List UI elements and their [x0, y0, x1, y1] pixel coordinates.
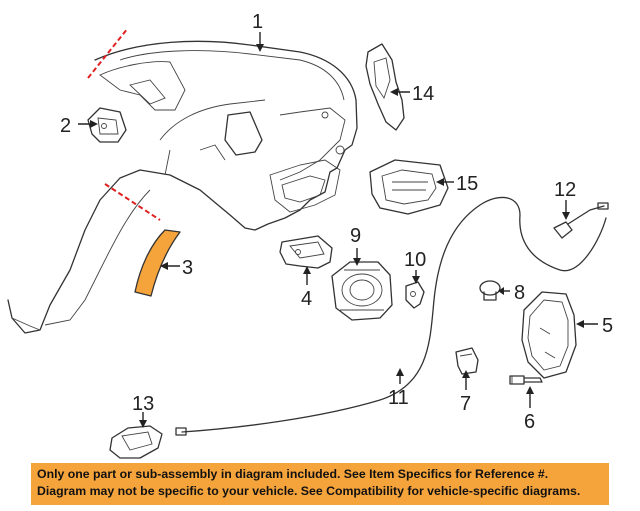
lock-actuator-part-10 — [405, 281, 425, 309]
callout-13: 13 — [132, 393, 154, 415]
quarter-panel-part-1 — [7, 40, 358, 334]
leader-lines — [78, 32, 598, 428]
fuel-filler-housing-part-9 — [331, 261, 393, 321]
callout-7: 7 — [460, 393, 471, 415]
sensor-part-12 — [553, 202, 609, 239]
bracket-part-2 — [87, 107, 127, 143]
hinge-bracket-part-4 — [279, 235, 333, 269]
filler-pocket-part-15 — [369, 159, 449, 215]
callout-15: 15 — [456, 173, 478, 195]
callout-1: 1 — [252, 11, 263, 33]
callout-10: 10 — [404, 249, 426, 271]
bracket-part-14 — [365, 43, 405, 131]
callout-6: 6 — [524, 411, 535, 433]
fuel-door-part-5 — [521, 291, 577, 379]
exploded-parts-diagram: 1 2 3 4 5 6 7 8 9 10 11 12 13 14 15 — [7, 11, 613, 459]
callout-3: 3 — [182, 257, 193, 279]
release-handle-part-13 — [109, 425, 163, 459]
cut-lines — [87, 27, 161, 221]
grommet-part-8 — [479, 280, 501, 301]
disclaimer-line-1: Only one part or sub-assembly in diagram… — [37, 467, 549, 481]
clip-part-7 — [455, 347, 479, 375]
callout-14: 14 — [412, 83, 434, 105]
screw-part-6 — [509, 375, 543, 385]
callout-9: 9 — [350, 225, 361, 247]
disclaimer-line-2: Diagram may not be specific to your vehi… — [37, 484, 581, 498]
wheel-opening-trim-part-3 — [134, 229, 181, 297]
release-cable-part-11 — [175, 196, 607, 436]
callout-11: 11 — [388, 387, 409, 409]
callout-8: 8 — [514, 282, 525, 304]
callout-5: 5 — [602, 315, 613, 337]
callout-4: 4 — [301, 288, 312, 310]
callout-12: 12 — [554, 179, 576, 201]
callout-2: 2 — [60, 115, 71, 137]
disclaimer-banner: Only one part or sub-assembly in diagram… — [31, 463, 609, 505]
